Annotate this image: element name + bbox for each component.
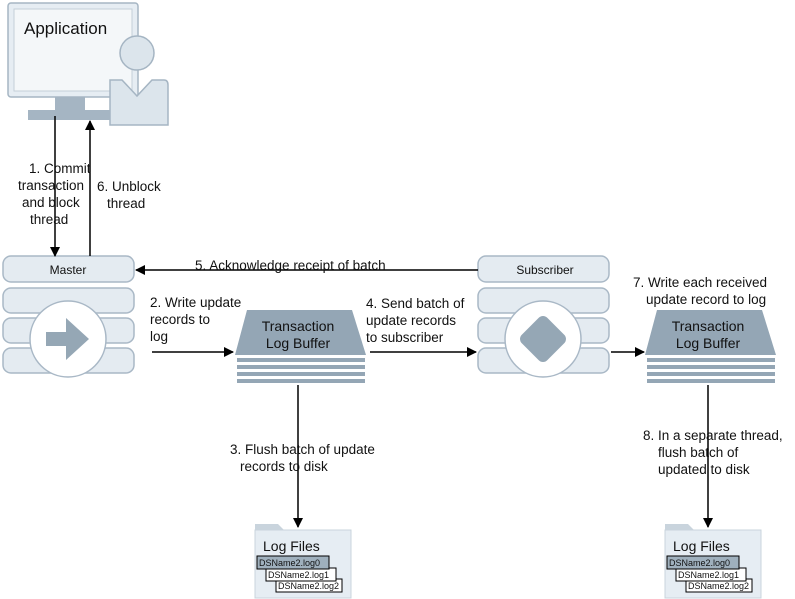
subscriber-buffer-line1: Transaction: [672, 318, 745, 334]
svg-text:5. Acknowledge receipt of batc: 5. Acknowledge receipt of batch: [195, 258, 386, 273]
step4-label: 4. Send batch of update records to subsc…: [366, 296, 465, 345]
svg-text:flush batch of: flush batch of: [658, 445, 739, 460]
svg-text:updated to disk: updated to disk: [658, 462, 750, 477]
master-log-file-1: DSName2.log1: [268, 570, 329, 580]
step1-label: 1. Commit transaction and block thread: [18, 161, 91, 227]
master-buffer-line1: Transaction: [262, 318, 335, 334]
step5-label: 5. Acknowledge receipt of batch: [195, 258, 386, 273]
svg-text:4. Send batch of: 4. Send batch of: [366, 296, 465, 311]
master-log-files-title: Log Files: [263, 538, 320, 554]
subscriber-log-file-1: DSName2.log1: [678, 570, 739, 580]
svg-text:1. Commit: 1. Commit: [29, 161, 91, 176]
svg-text:records to: records to: [150, 312, 210, 327]
step3-label: 3. Flush batch of update records to disk: [230, 442, 375, 474]
master-server-icon: [2, 255, 135, 378]
svg-text:2. Write update: 2. Write update: [150, 295, 241, 310]
master-log-file-2: DSName2.log2: [278, 581, 339, 591]
master-log-file-0: DSName2.log0: [259, 558, 320, 568]
subscriber-label: Subscriber: [516, 263, 573, 277]
svg-text:thread: thread: [30, 212, 68, 227]
master-transaction-log-buffer-icon: [235, 310, 366, 383]
step8-label: 8. In a separate thread, flush batch of …: [643, 428, 783, 477]
svg-text:3. Flush batch of update: 3. Flush batch of update: [230, 442, 375, 457]
subscriber-log-files-title: Log Files: [673, 538, 730, 554]
subscriber-transaction-log-buffer-icon: [645, 310, 776, 383]
svg-text:and block: and block: [22, 195, 80, 210]
svg-text:update records: update records: [366, 313, 456, 328]
svg-text:to subscriber: to subscriber: [366, 330, 444, 345]
master-label: Master: [50, 263, 87, 277]
subscriber-log-file-2: DSName2.log2: [688, 581, 749, 591]
application-label: Application: [24, 19, 107, 38]
svg-text:records to disk: records to disk: [240, 459, 328, 474]
svg-text:6. Unblock: 6. Unblock: [97, 179, 161, 194]
application-computer-icon: [7, 2, 139, 120]
subscriber-log-files-folder-icon: [664, 524, 762, 599]
svg-text:transaction: transaction: [18, 178, 84, 193]
user-icon: [109, 35, 169, 126]
step2-label: 2. Write update records to log: [150, 295, 241, 344]
master-buffer-line2: Log Buffer: [266, 335, 331, 351]
svg-text:7. Write each received: 7. Write each received: [633, 275, 767, 290]
svg-text:8. In a separate thread,: 8. In a separate thread,: [643, 428, 783, 443]
svg-text:log: log: [150, 329, 168, 344]
svg-text:thread: thread: [107, 196, 145, 211]
subscriber-buffer-line2: Log Buffer: [676, 335, 741, 351]
subscriber-server-icon: [477, 255, 610, 378]
subscriber-log-file-0: DSName2.log0: [669, 558, 730, 568]
svg-text:update record to log: update record to log: [646, 292, 766, 307]
master-log-files-folder-icon: [254, 524, 352, 599]
step6-label: 6. Unblock thread: [97, 179, 161, 211]
step7-label: 7. Write each received update record to …: [633, 275, 767, 307]
flow-arrows: [50, 116, 713, 528]
